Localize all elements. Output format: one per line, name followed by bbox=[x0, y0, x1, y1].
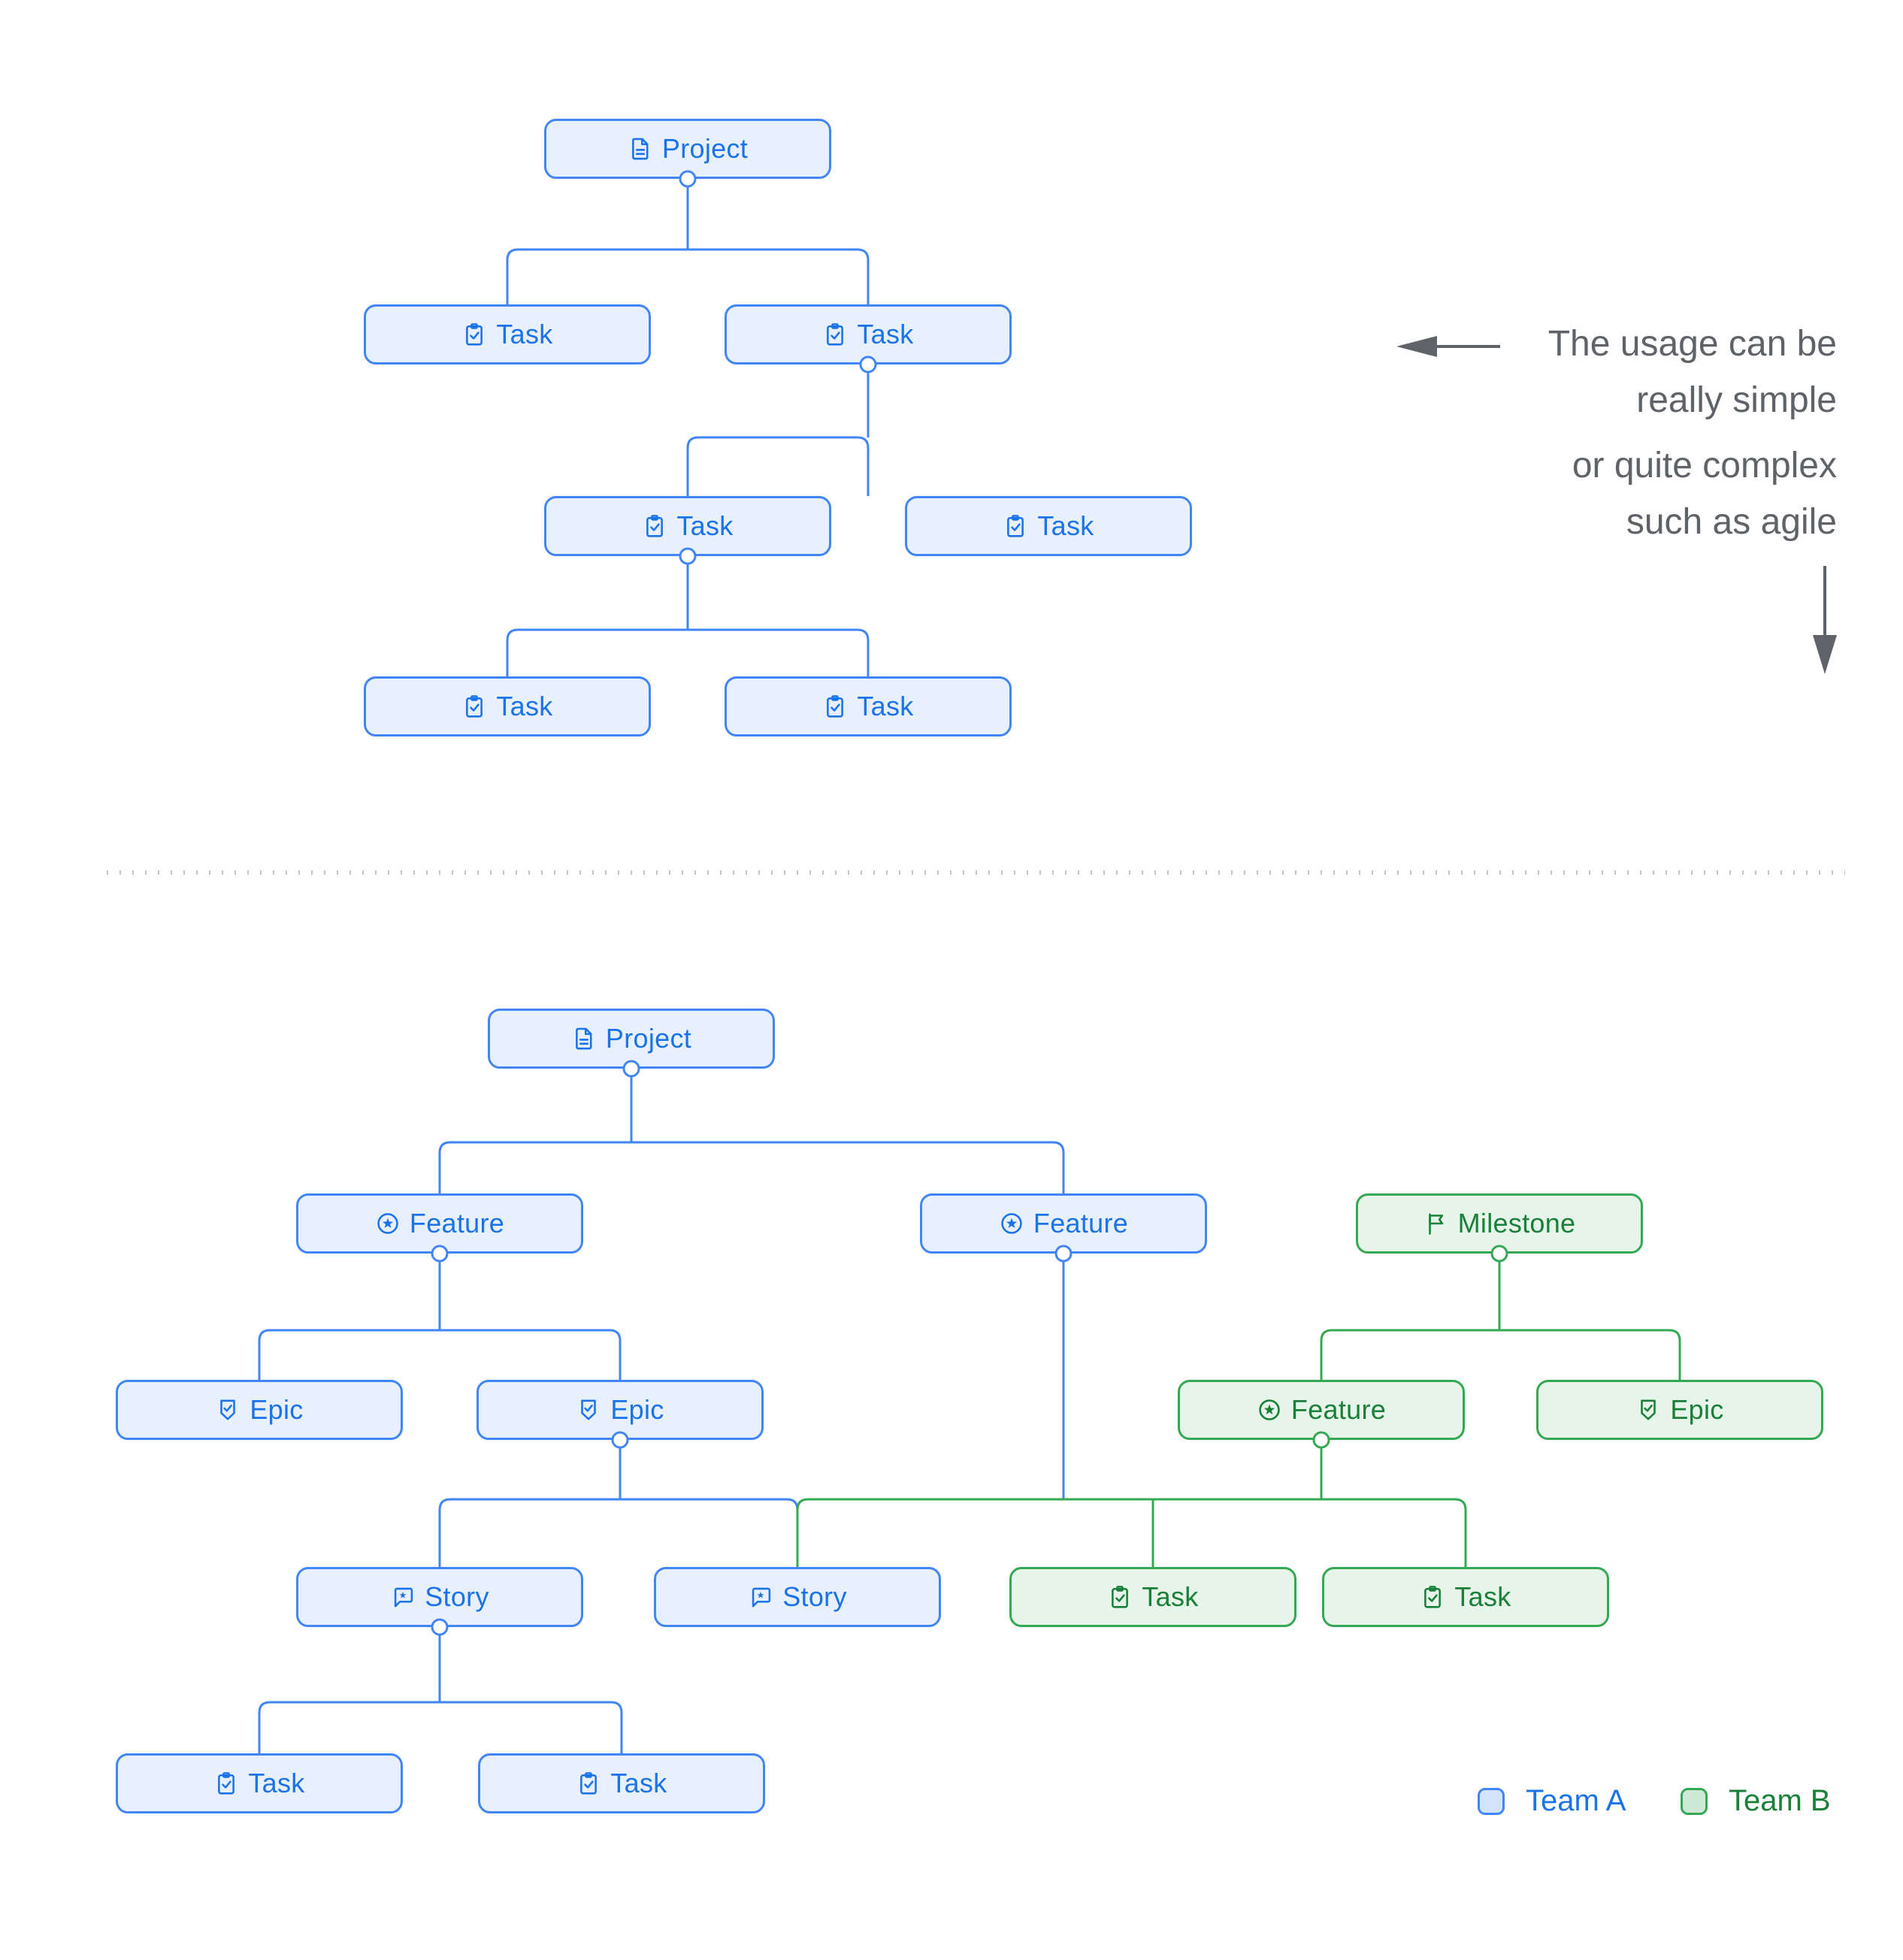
task-icon bbox=[461, 694, 487, 719]
feature-icon bbox=[999, 1211, 1024, 1236]
node-task: Task bbox=[725, 304, 1012, 364]
task-icon bbox=[1420, 1584, 1445, 1610]
node-project: Project bbox=[544, 119, 831, 179]
team-a-swatch bbox=[1478, 1787, 1505, 1815]
legend-team-b: Team B bbox=[1681, 1784, 1831, 1818]
task-icon bbox=[1003, 513, 1028, 539]
epic-icon bbox=[1635, 1397, 1661, 1423]
node-feature: Feature bbox=[1178, 1380, 1465, 1440]
node-label: Story bbox=[782, 1581, 847, 1612]
annotation-complex: or quite complex such as agile bbox=[1572, 437, 1837, 550]
node-label: Task bbox=[1037, 510, 1094, 541]
node-label: Story bbox=[425, 1581, 489, 1612]
document-icon bbox=[571, 1026, 597, 1051]
epic-icon bbox=[215, 1397, 241, 1423]
node-milestone: Milestone bbox=[1356, 1193, 1643, 1254]
task-icon bbox=[822, 322, 848, 347]
legend-label: Team B bbox=[1729, 1784, 1831, 1817]
node-label: Task bbox=[248, 1768, 305, 1798]
task-icon bbox=[213, 1771, 239, 1796]
task-icon bbox=[642, 513, 667, 539]
story-icon bbox=[390, 1584, 416, 1610]
document-icon bbox=[628, 136, 653, 162]
node-label: Project bbox=[661, 133, 749, 164]
node-task: Task bbox=[364, 676, 651, 737]
node-label: Task bbox=[1454, 1581, 1511, 1612]
epic-icon bbox=[576, 1397, 601, 1423]
node-label: Epic bbox=[250, 1394, 304, 1425]
node-label: Feature bbox=[1290, 1394, 1387, 1425]
node-task: Task bbox=[544, 496, 831, 556]
left-arrow-icon bbox=[1396, 336, 1500, 357]
legend-team-a: Team A bbox=[1478, 1784, 1626, 1818]
node-epic: Epic bbox=[116, 1380, 403, 1440]
legend-label: Team A bbox=[1526, 1784, 1626, 1817]
node-feature: Feature bbox=[296, 1193, 583, 1254]
node-label: Task bbox=[857, 691, 914, 721]
node-label: Task bbox=[496, 691, 553, 721]
story-icon bbox=[748, 1584, 773, 1610]
task-icon bbox=[576, 1771, 601, 1796]
task-icon bbox=[822, 694, 848, 719]
node-label: Task bbox=[676, 510, 734, 541]
down-arrow-icon bbox=[1813, 566, 1837, 674]
node-label: Task bbox=[610, 1768, 667, 1798]
annotation-line: The usage can be bbox=[1548, 324, 1837, 364]
milestone-flag-icon bbox=[1423, 1211, 1449, 1236]
node-label: Milestone bbox=[1457, 1208, 1576, 1239]
node-label: Task bbox=[496, 319, 553, 349]
node-task: Task bbox=[725, 676, 1012, 737]
task-icon bbox=[461, 322, 487, 347]
team-b-swatch bbox=[1681, 1787, 1708, 1815]
node-label: Feature bbox=[409, 1208, 505, 1239]
feature-icon bbox=[1257, 1397, 1282, 1423]
node-feature: Feature bbox=[920, 1193, 1207, 1254]
feature-icon bbox=[375, 1211, 401, 1236]
node-task: Task bbox=[364, 304, 651, 364]
node-task: Task bbox=[1009, 1567, 1296, 1627]
node-label: Task bbox=[1142, 1581, 1199, 1612]
node-label: Epic bbox=[1670, 1394, 1724, 1425]
node-task: Task bbox=[1322, 1567, 1609, 1627]
node-label: Epic bbox=[610, 1394, 664, 1425]
node-epic: Epic bbox=[1536, 1380, 1823, 1440]
node-story: Story bbox=[654, 1567, 941, 1627]
node-epic: Epic bbox=[477, 1380, 764, 1440]
node-project: Project bbox=[488, 1009, 775, 1069]
annotation-simple: The usage can be really simple bbox=[1548, 316, 1837, 428]
annotation-line: or quite complex bbox=[1572, 446, 1837, 485]
node-label: Project bbox=[605, 1023, 692, 1054]
task-icon bbox=[1107, 1584, 1133, 1610]
node-task: Task bbox=[905, 496, 1192, 556]
node-task: Task bbox=[478, 1753, 765, 1813]
node-story: Story bbox=[296, 1567, 583, 1627]
annotation-line: such as agile bbox=[1626, 502, 1837, 542]
annotation-line: really simple bbox=[1636, 380, 1837, 420]
node-task: Task bbox=[116, 1753, 403, 1813]
node-label: Feature bbox=[1033, 1208, 1129, 1239]
node-label: Task bbox=[857, 319, 914, 349]
